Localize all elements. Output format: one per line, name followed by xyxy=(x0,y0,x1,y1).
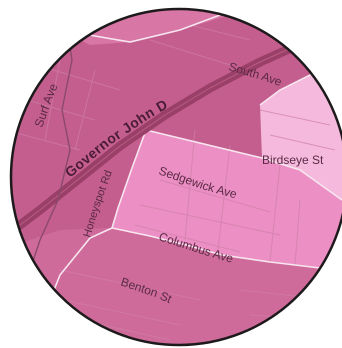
minor-streets xyxy=(11,19,336,341)
district-northeast xyxy=(260,70,342,200)
lens-frame xyxy=(9,7,342,347)
label-birdseye-st: Birdseye St xyxy=(262,153,324,167)
western-road xyxy=(29,14,73,271)
